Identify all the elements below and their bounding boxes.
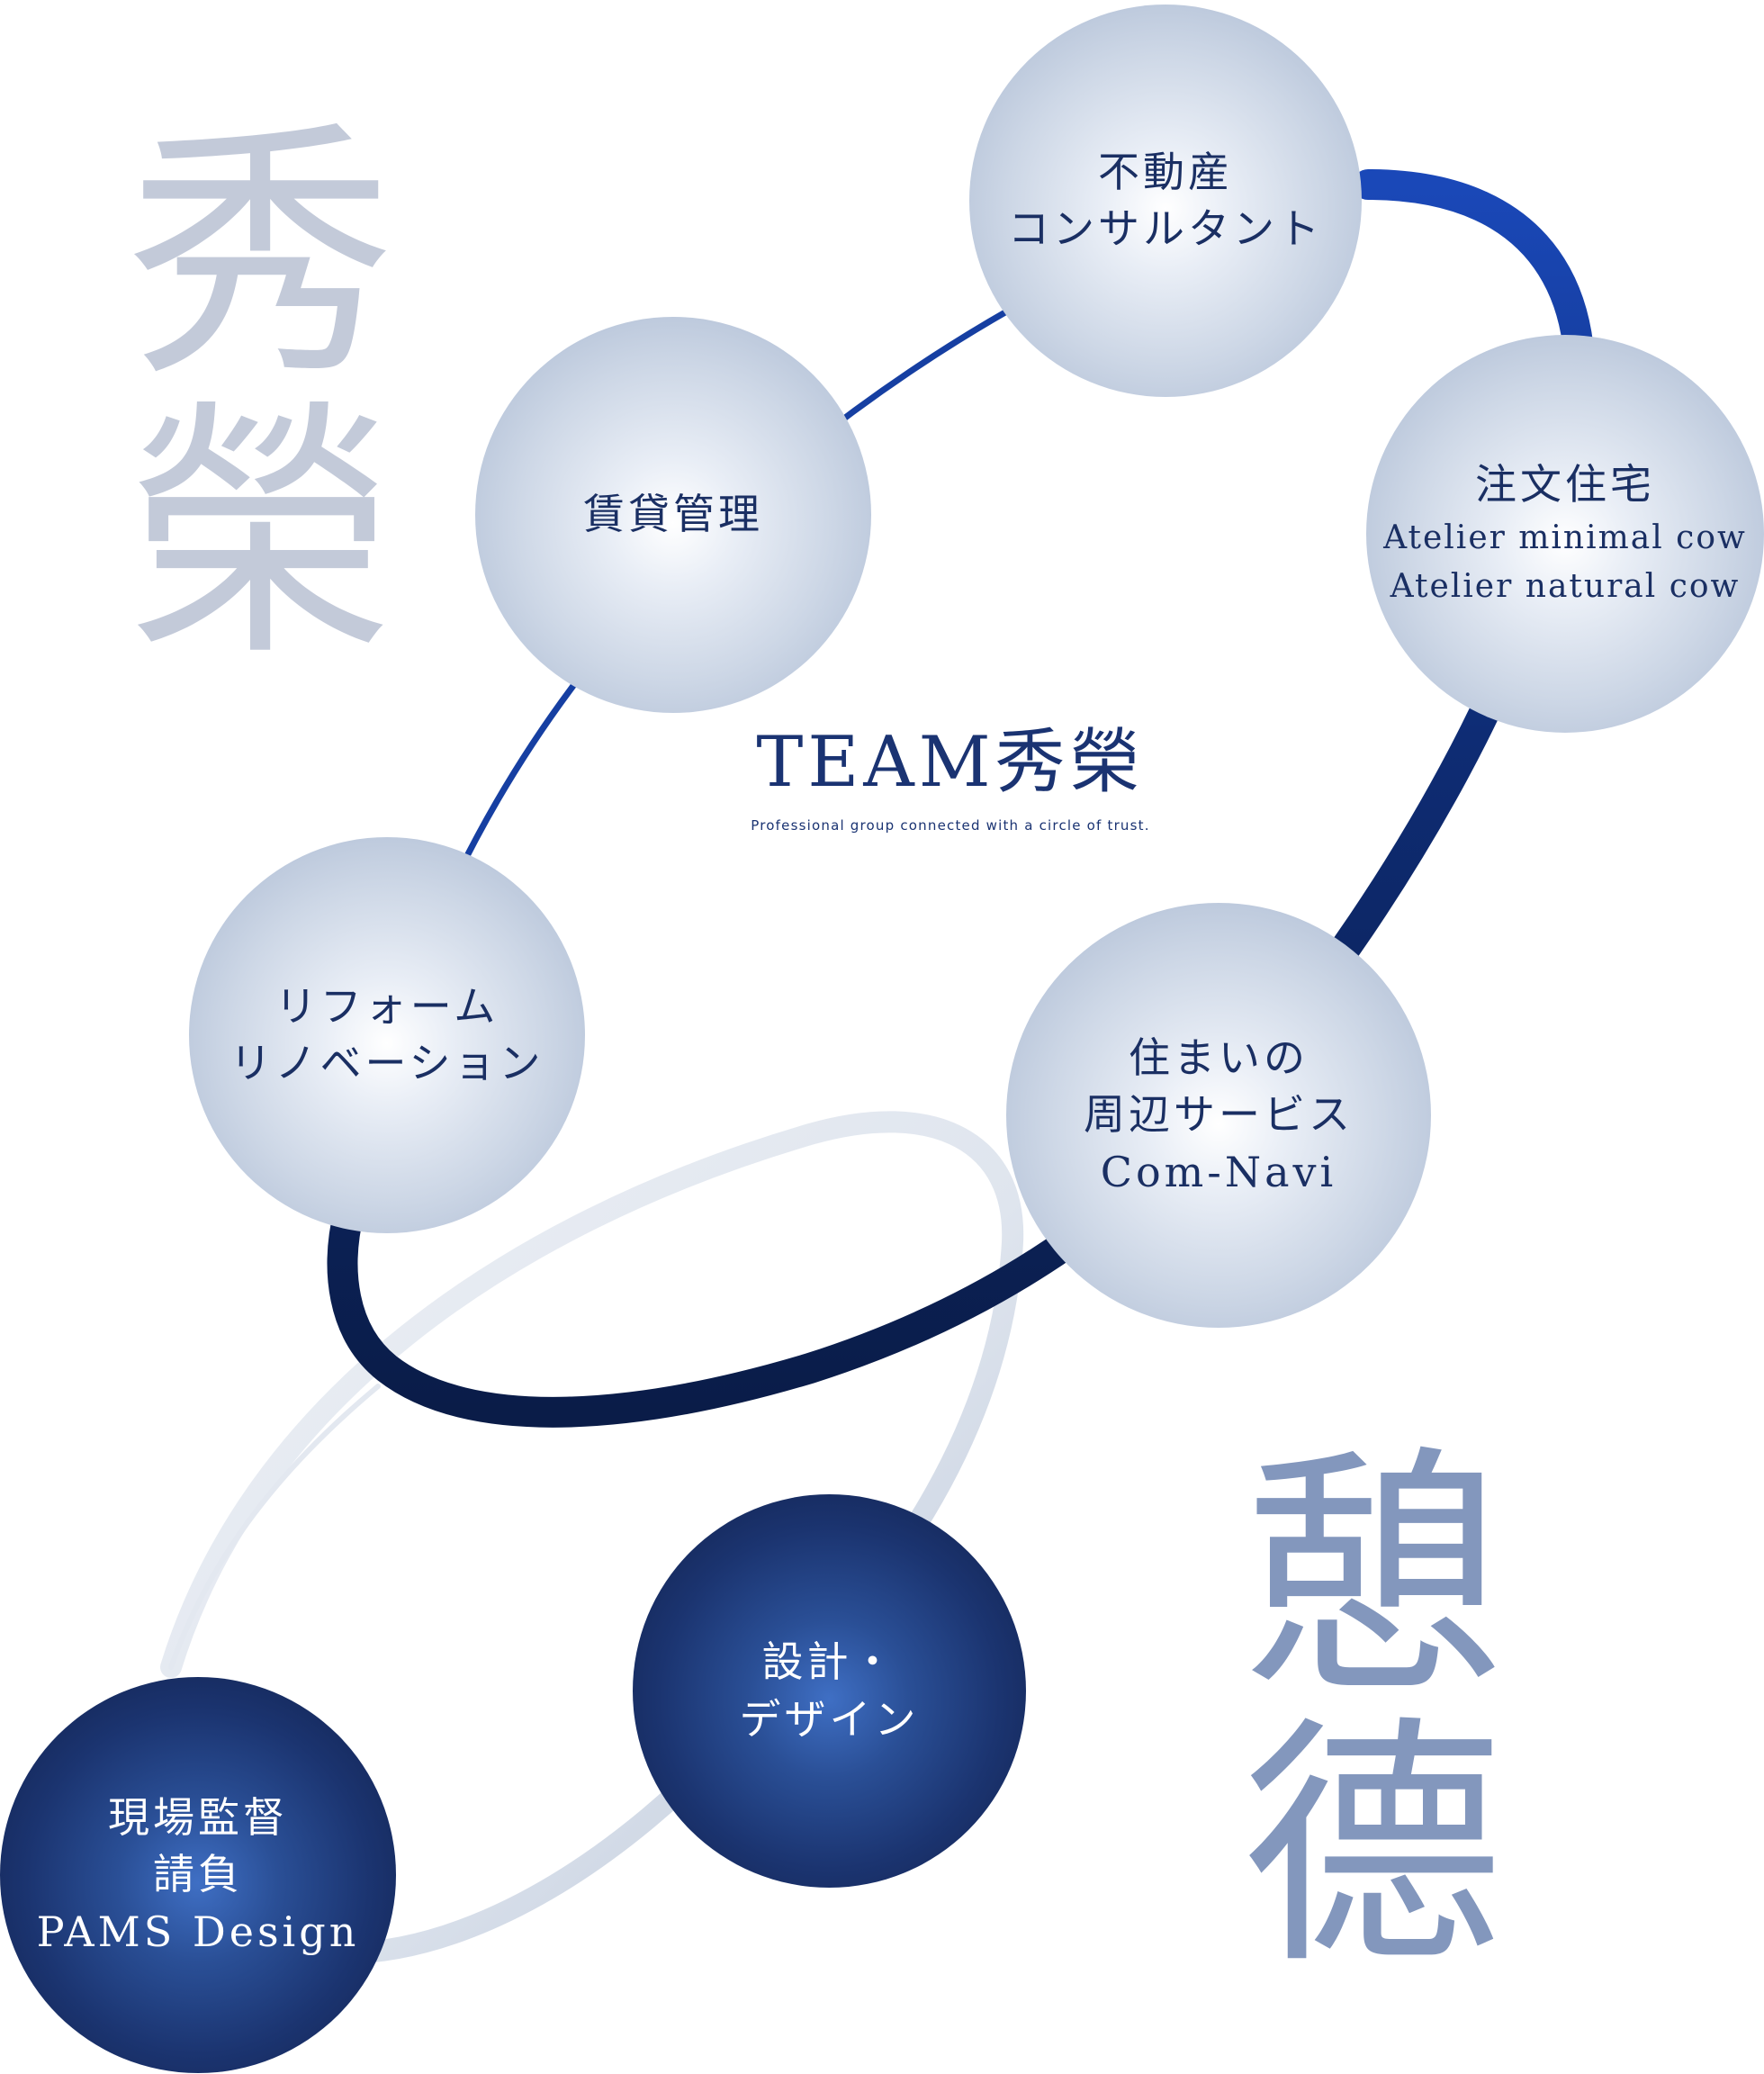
- kanji-shu: 秀: [126, 99, 396, 413]
- node-label-line: リフォーム: [274, 981, 500, 1031]
- node-label-line: デザイン: [739, 1694, 920, 1744]
- node-label-line: Atelier natural cow: [1390, 567, 1741, 605]
- node-label-line: 現場監督: [108, 1792, 288, 1842]
- node-label-line: Atelier minimal cow: [1383, 518, 1747, 556]
- node-construction[interactable]: 現場監督 請負 PAMS Design: [0, 1677, 396, 2073]
- node-label-line: 賃貸管理: [583, 490, 763, 539]
- kanji-ei: 榮: [126, 378, 396, 692]
- node-label-line: PAMS Design: [36, 1907, 360, 1956]
- team-title: TEAM秀榮: [756, 722, 1145, 803]
- node-label-line: 設計・: [761, 1637, 897, 1687]
- node-rental-management[interactable]: 賃貸管理: [475, 317, 871, 713]
- node-label-line: 周辺サービス: [1084, 1090, 1354, 1140]
- team-subtitle: Professional group connected with a circ…: [751, 817, 1150, 834]
- node-label-line: 請負: [153, 1850, 243, 1899]
- lower-ring-thin-left: [168, 1384, 381, 1670]
- node-label-line: リノベーション: [230, 1039, 544, 1087]
- team-title-block: TEAM秀榮 Professional group connected with…: [707, 727, 1193, 834]
- node-label-line: コンサルタント: [1008, 204, 1323, 253]
- node-label-line: Com-Navi: [1100, 1147, 1337, 1196]
- node-label-line: 住まいの: [1129, 1032, 1309, 1082]
- node-custom-home[interactable]: 注文住宅 Atelier minimal cow Atelier natural…: [1366, 335, 1764, 733]
- node-living-services[interactable]: 住まいの 周辺サービス Com-Navi: [1006, 903, 1431, 1328]
- node-design[interactable]: 設計・ デザイン: [633, 1494, 1026, 1888]
- node-realestate-consultant[interactable]: 不動産 コンサルタント: [969, 5, 1362, 397]
- kanji-toku: 德: [1242, 1696, 1503, 1999]
- kanji-kei: 憩: [1242, 1426, 1503, 1729]
- lower-ring: [160, 1111, 1024, 1964]
- node-reform-renovation[interactable]: リフォーム リノベーション: [189, 837, 585, 1233]
- node-label-line: 不動産: [1098, 147, 1233, 196]
- node-label-line: 注文住宅: [1475, 460, 1655, 509]
